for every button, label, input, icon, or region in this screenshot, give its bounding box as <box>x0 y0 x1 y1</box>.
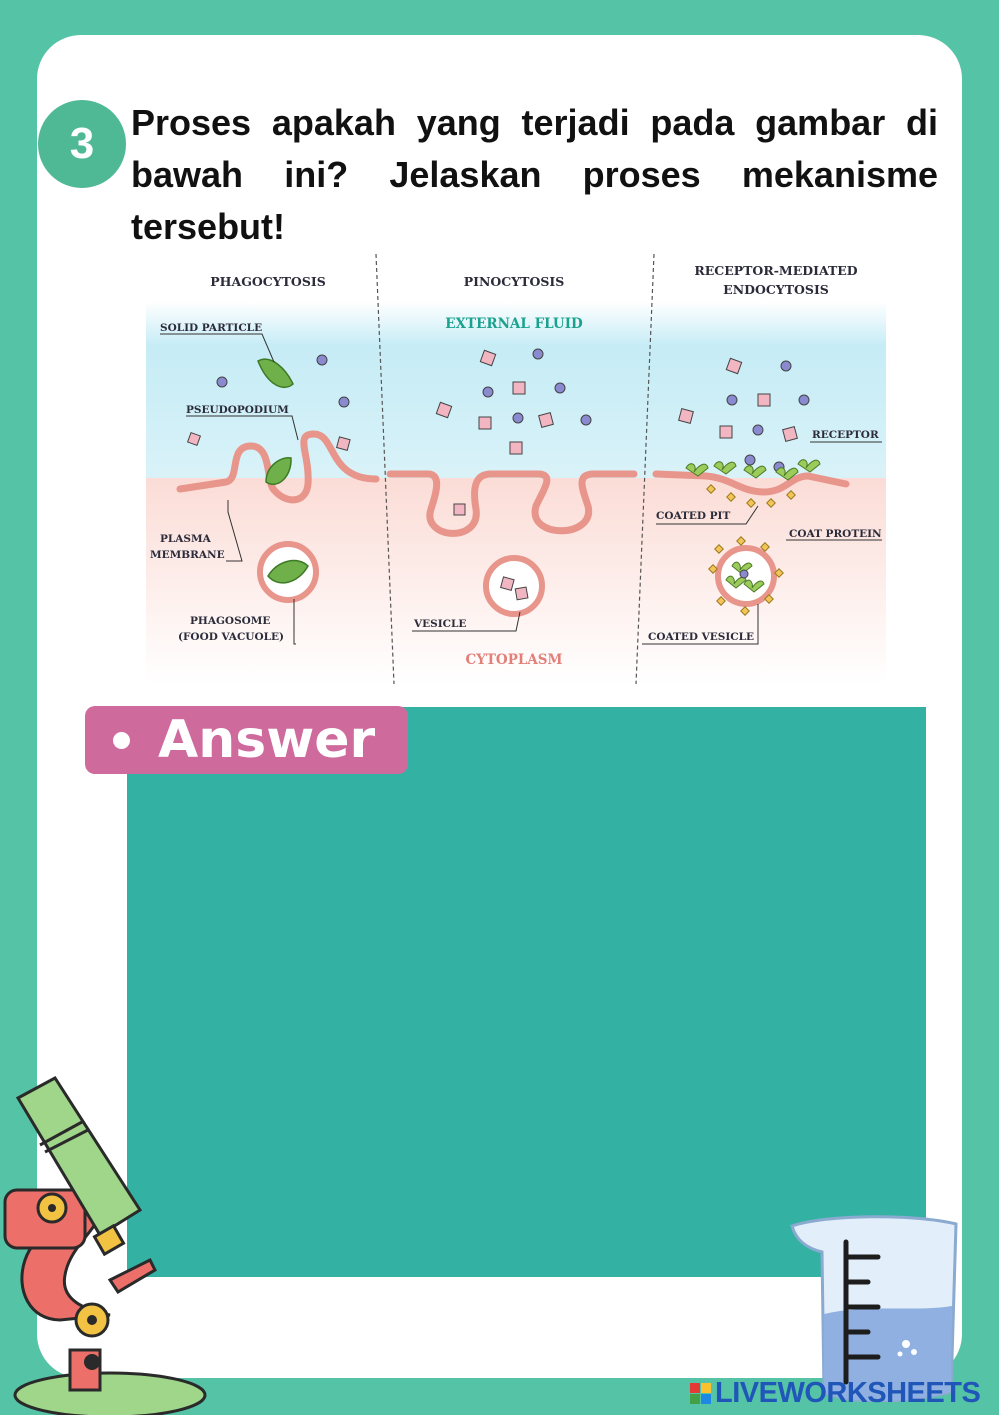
label-pseudopodium: PSEUDOPODIUM <box>186 404 289 416</box>
label-coat-protein: COAT PROTEIN <box>789 528 882 540</box>
header-receptor-line2: ENDOCYTOSIS <box>723 282 829 297</box>
header-phagocytosis: PHAGOCYTOSIS <box>210 274 325 289</box>
label-solid-particle: SOLID PARTICLE <box>160 322 262 334</box>
endocytosis-diagram: PHAGOCYTOSIS PINOCYTOSIS RECEPTOR-MEDIAT… <box>146 254 886 684</box>
question-number-badge: 3 <box>38 100 126 188</box>
question-text: Proses apakah yang terjadi pada gambar d… <box>131 97 938 253</box>
label-phagosome-line1: PHAGOSOME <box>190 615 270 627</box>
answer-input-area[interactable] <box>127 707 926 1277</box>
label-plasma-line2: MEMBRANE <box>150 549 225 561</box>
answer-label: Answer <box>85 706 408 774</box>
microscope-icon <box>0 1070 215 1415</box>
label-coated-vesicle: COATED VESICLE <box>648 631 754 643</box>
label-external-fluid: EXTERNAL FLUID <box>445 316 583 332</box>
bullet-icon <box>113 732 130 749</box>
label-coated-pit: COATED PIT <box>656 510 730 522</box>
beaker-icon <box>786 1212 966 1402</box>
liveworksheets-brand: LIVEWORKSHEETS <box>690 1376 980 1410</box>
brand-text: LIVEWORKSHEETS <box>715 1377 980 1410</box>
label-phagosome-line2: (FOOD VACUOLE) <box>178 631 284 643</box>
label-vesicle: VESICLE <box>413 618 466 630</box>
label-plasma-line1: PLASMA <box>160 533 212 545</box>
label-receptor: RECEPTOR <box>812 429 879 441</box>
vesicle <box>486 558 542 614</box>
label-cytoplasm: CYTOPLASM <box>466 652 563 668</box>
brand-logo-icon <box>690 1383 711 1404</box>
header-pinocytosis: PINOCYTOSIS <box>464 274 565 289</box>
answer-label-text: Answer <box>158 710 375 770</box>
header-receptor-line1: RECEPTOR-MEDIATED <box>694 263 857 278</box>
